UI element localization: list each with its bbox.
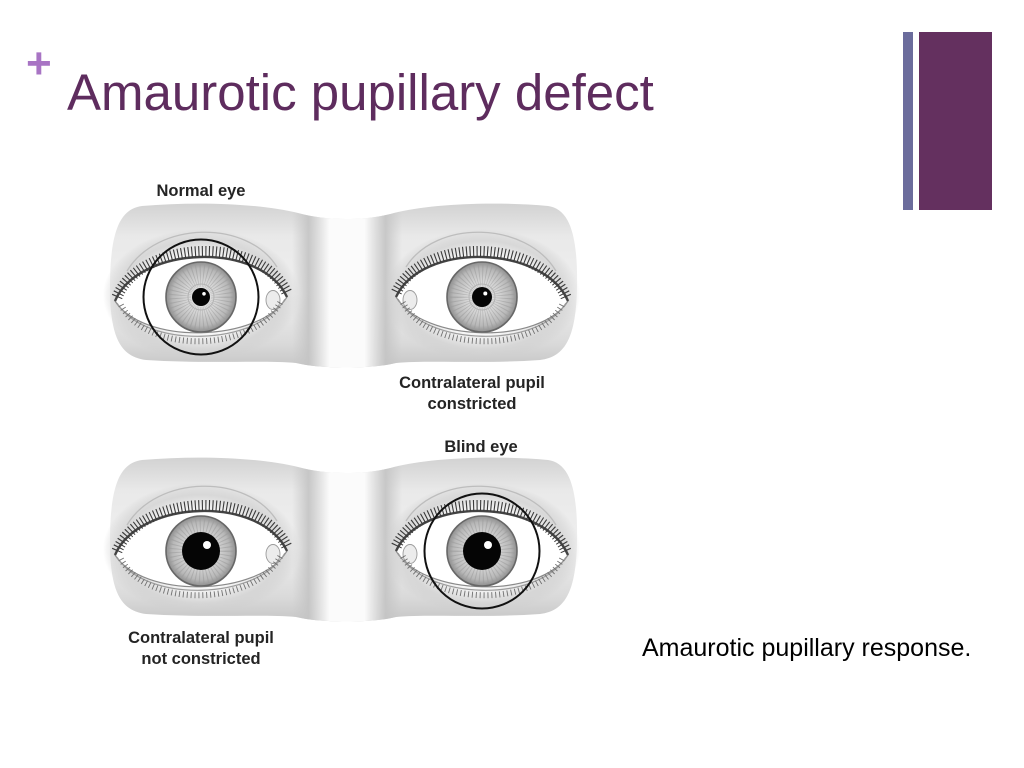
marker-circle-normal-eye bbox=[142, 238, 260, 356]
eye-bottom-left bbox=[103, 483, 299, 615]
pupil-highlight bbox=[202, 292, 206, 296]
figure-caption: Amaurotic pupillary response. bbox=[642, 634, 972, 662]
label-bottom-left-line-1: Contralateral pupil bbox=[128, 629, 274, 647]
eye-row-top bbox=[103, 204, 580, 372]
pupil-bottom-left bbox=[182, 532, 220, 570]
pupil-top-left bbox=[192, 288, 210, 306]
eye-bottom-right bbox=[384, 483, 580, 615]
label-top-right-line-2: constricted bbox=[428, 395, 517, 413]
eye-row-bottom bbox=[103, 458, 580, 626]
slide-title: Amaurotic pupillary defect bbox=[67, 64, 654, 121]
pupil-highlight bbox=[203, 541, 211, 549]
pupil-highlight bbox=[483, 291, 488, 296]
label-blind-eye: Blind eye bbox=[444, 438, 517, 456]
label-bottom-left-line-2: not constricted bbox=[141, 650, 260, 668]
eye-illustration: Normal eye Contralateral pupil constrict… bbox=[100, 182, 590, 668]
pupil-bottom-right bbox=[463, 532, 501, 570]
accent-bar-thin bbox=[903, 32, 913, 210]
label-normal-eye: Normal eye bbox=[157, 182, 246, 200]
title-plus-bullet: + bbox=[26, 39, 52, 88]
eye-top-left bbox=[103, 229, 299, 361]
eye-top-right bbox=[384, 229, 580, 361]
pupil-highlight bbox=[484, 541, 492, 549]
marker-circle-blind-eye bbox=[423, 492, 541, 610]
accent-bar-block bbox=[919, 32, 992, 210]
label-top-right-line-1: Contralateral pupil bbox=[399, 374, 545, 392]
pupil-top-right bbox=[472, 287, 492, 307]
